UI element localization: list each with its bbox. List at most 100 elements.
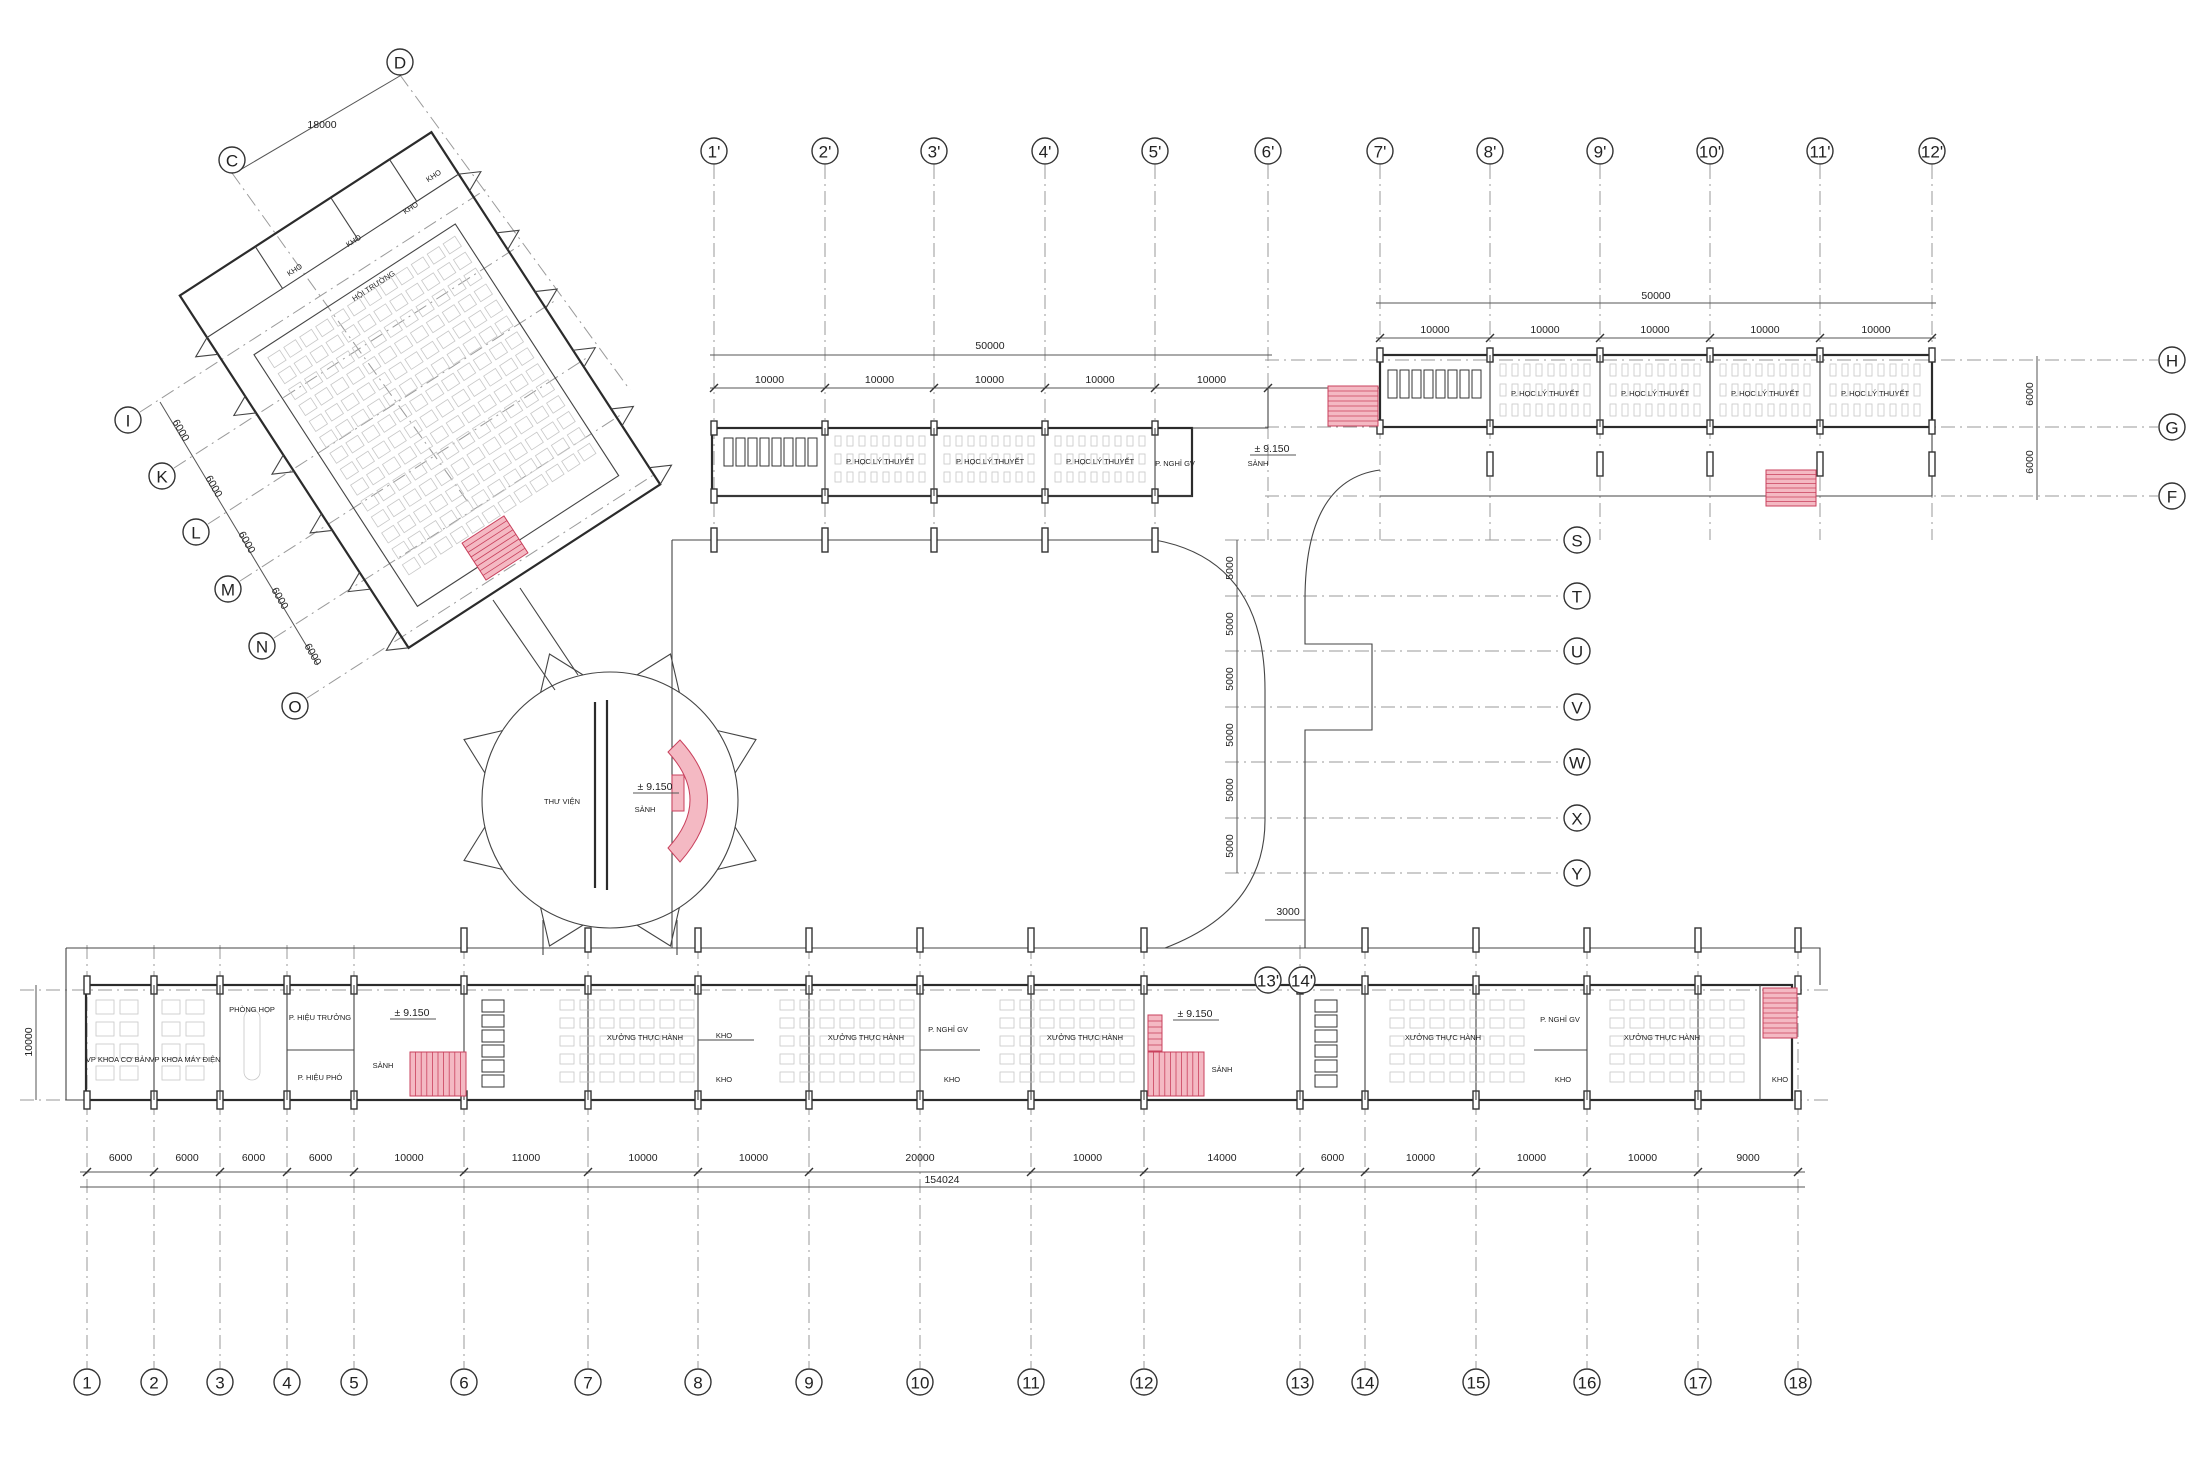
dim-tick bbox=[1927, 333, 1937, 343]
desk bbox=[579, 1035, 595, 1047]
desk bbox=[1755, 383, 1763, 397]
dim-tick bbox=[709, 383, 719, 393]
auditorium-seat bbox=[447, 277, 467, 297]
auditorium-seat bbox=[468, 309, 488, 329]
grid-bubble bbox=[1806, 137, 1834, 165]
toilet-stall bbox=[1314, 1029, 1338, 1043]
auditorium-seat bbox=[383, 319, 403, 339]
grid-label: 10' bbox=[1699, 143, 1721, 162]
auditorium-seat bbox=[488, 341, 509, 361]
desk bbox=[1429, 999, 1445, 1011]
dim-tick bbox=[1375, 333, 1385, 343]
toilet-stall bbox=[1399, 369, 1410, 399]
desk bbox=[559, 1071, 575, 1083]
room-label-storage: KHO bbox=[344, 233, 363, 249]
desk bbox=[858, 471, 866, 483]
desk bbox=[679, 1053, 695, 1065]
hall-width-label: 18000 bbox=[307, 119, 336, 131]
dim-tick bbox=[583, 1167, 593, 1177]
top-right-dim-value: 10000 bbox=[1420, 324, 1449, 336]
dim-tick bbox=[1139, 1167, 1149, 1177]
desk bbox=[1583, 363, 1591, 377]
court-gap-value: 3000 bbox=[1276, 906, 1300, 918]
auditorium-seat bbox=[399, 308, 419, 328]
auditorium-seat bbox=[471, 420, 492, 440]
auditorium-seat bbox=[430, 356, 450, 376]
library-facade-fin bbox=[463, 826, 503, 870]
desk bbox=[918, 435, 926, 447]
room-label-meeting: PHÒNG HỌP bbox=[229, 1005, 275, 1014]
desk bbox=[819, 999, 835, 1011]
desk bbox=[1645, 363, 1653, 377]
grid-label: 13' bbox=[1257, 972, 1279, 991]
desk bbox=[1126, 435, 1134, 447]
auditorium-seat bbox=[376, 482, 396, 502]
grid-label: 5' bbox=[1149, 143, 1162, 162]
desk bbox=[899, 1035, 915, 1047]
hall-axis-line bbox=[207, 299, 557, 525]
auditorium-seat bbox=[529, 473, 549, 493]
auditorium-seat bbox=[362, 287, 383, 307]
desk bbox=[1389, 1017, 1405, 1029]
desk bbox=[943, 435, 951, 447]
auditorium-seat bbox=[351, 339, 372, 359]
desk bbox=[1114, 453, 1122, 465]
auditorium-fin bbox=[572, 347, 597, 368]
desk bbox=[1489, 1017, 1505, 1029]
auditorium-seat bbox=[481, 504, 501, 524]
desk bbox=[1015, 453, 1023, 465]
desk bbox=[1099, 1053, 1115, 1065]
auditorium-seat bbox=[441, 304, 462, 323]
desk bbox=[1429, 1017, 1445, 1029]
desk bbox=[599, 1071, 615, 1083]
desk bbox=[999, 1053, 1015, 1065]
column bbox=[1027, 927, 1035, 953]
top-right-total-value: 50000 bbox=[1641, 290, 1670, 302]
stair-tread bbox=[473, 534, 517, 562]
auditorium-seat bbox=[509, 373, 529, 393]
desk bbox=[859, 999, 875, 1011]
desk bbox=[95, 1065, 115, 1081]
auditorium-seat bbox=[457, 293, 478, 313]
desk bbox=[1791, 403, 1799, 417]
desk bbox=[1119, 1017, 1135, 1029]
desk bbox=[1559, 383, 1567, 397]
desk bbox=[799, 1071, 815, 1083]
desk bbox=[859, 1053, 875, 1065]
desk bbox=[1731, 363, 1739, 377]
desk bbox=[1469, 1035, 1485, 1047]
desk bbox=[185, 999, 205, 1015]
desk bbox=[967, 471, 975, 483]
desk bbox=[991, 453, 999, 465]
desk bbox=[599, 999, 615, 1011]
desk bbox=[1729, 1035, 1745, 1047]
desk bbox=[1669, 1035, 1685, 1047]
auditorium-seat bbox=[561, 453, 581, 472]
desk bbox=[1054, 471, 1062, 483]
desk bbox=[1913, 383, 1921, 397]
desk bbox=[1719, 403, 1727, 417]
hall-bay-label: 6000 bbox=[236, 529, 258, 555]
library-inner-wall bbox=[593, 700, 609, 890]
grid-bubble bbox=[148, 462, 176, 490]
toilet-stall bbox=[771, 437, 782, 467]
desk bbox=[1547, 403, 1555, 417]
desk bbox=[579, 1017, 595, 1029]
column bbox=[1376, 347, 1384, 363]
bottom-dim-value: 20000 bbox=[905, 1152, 934, 1164]
desk bbox=[1729, 1071, 1745, 1083]
column bbox=[1816, 451, 1824, 477]
desk bbox=[1489, 1035, 1505, 1047]
desk bbox=[1449, 1035, 1465, 1047]
auditorium-seat bbox=[293, 355, 313, 374]
desk bbox=[1719, 363, 1727, 377]
desk bbox=[1649, 1053, 1665, 1065]
stair-tread bbox=[464, 520, 508, 549]
desk bbox=[839, 1017, 855, 1029]
grid-label: 2 bbox=[149, 1374, 158, 1393]
desk bbox=[1669, 363, 1677, 377]
auditorium-fins bbox=[194, 170, 673, 651]
column bbox=[1472, 927, 1480, 953]
desk bbox=[1669, 383, 1677, 397]
